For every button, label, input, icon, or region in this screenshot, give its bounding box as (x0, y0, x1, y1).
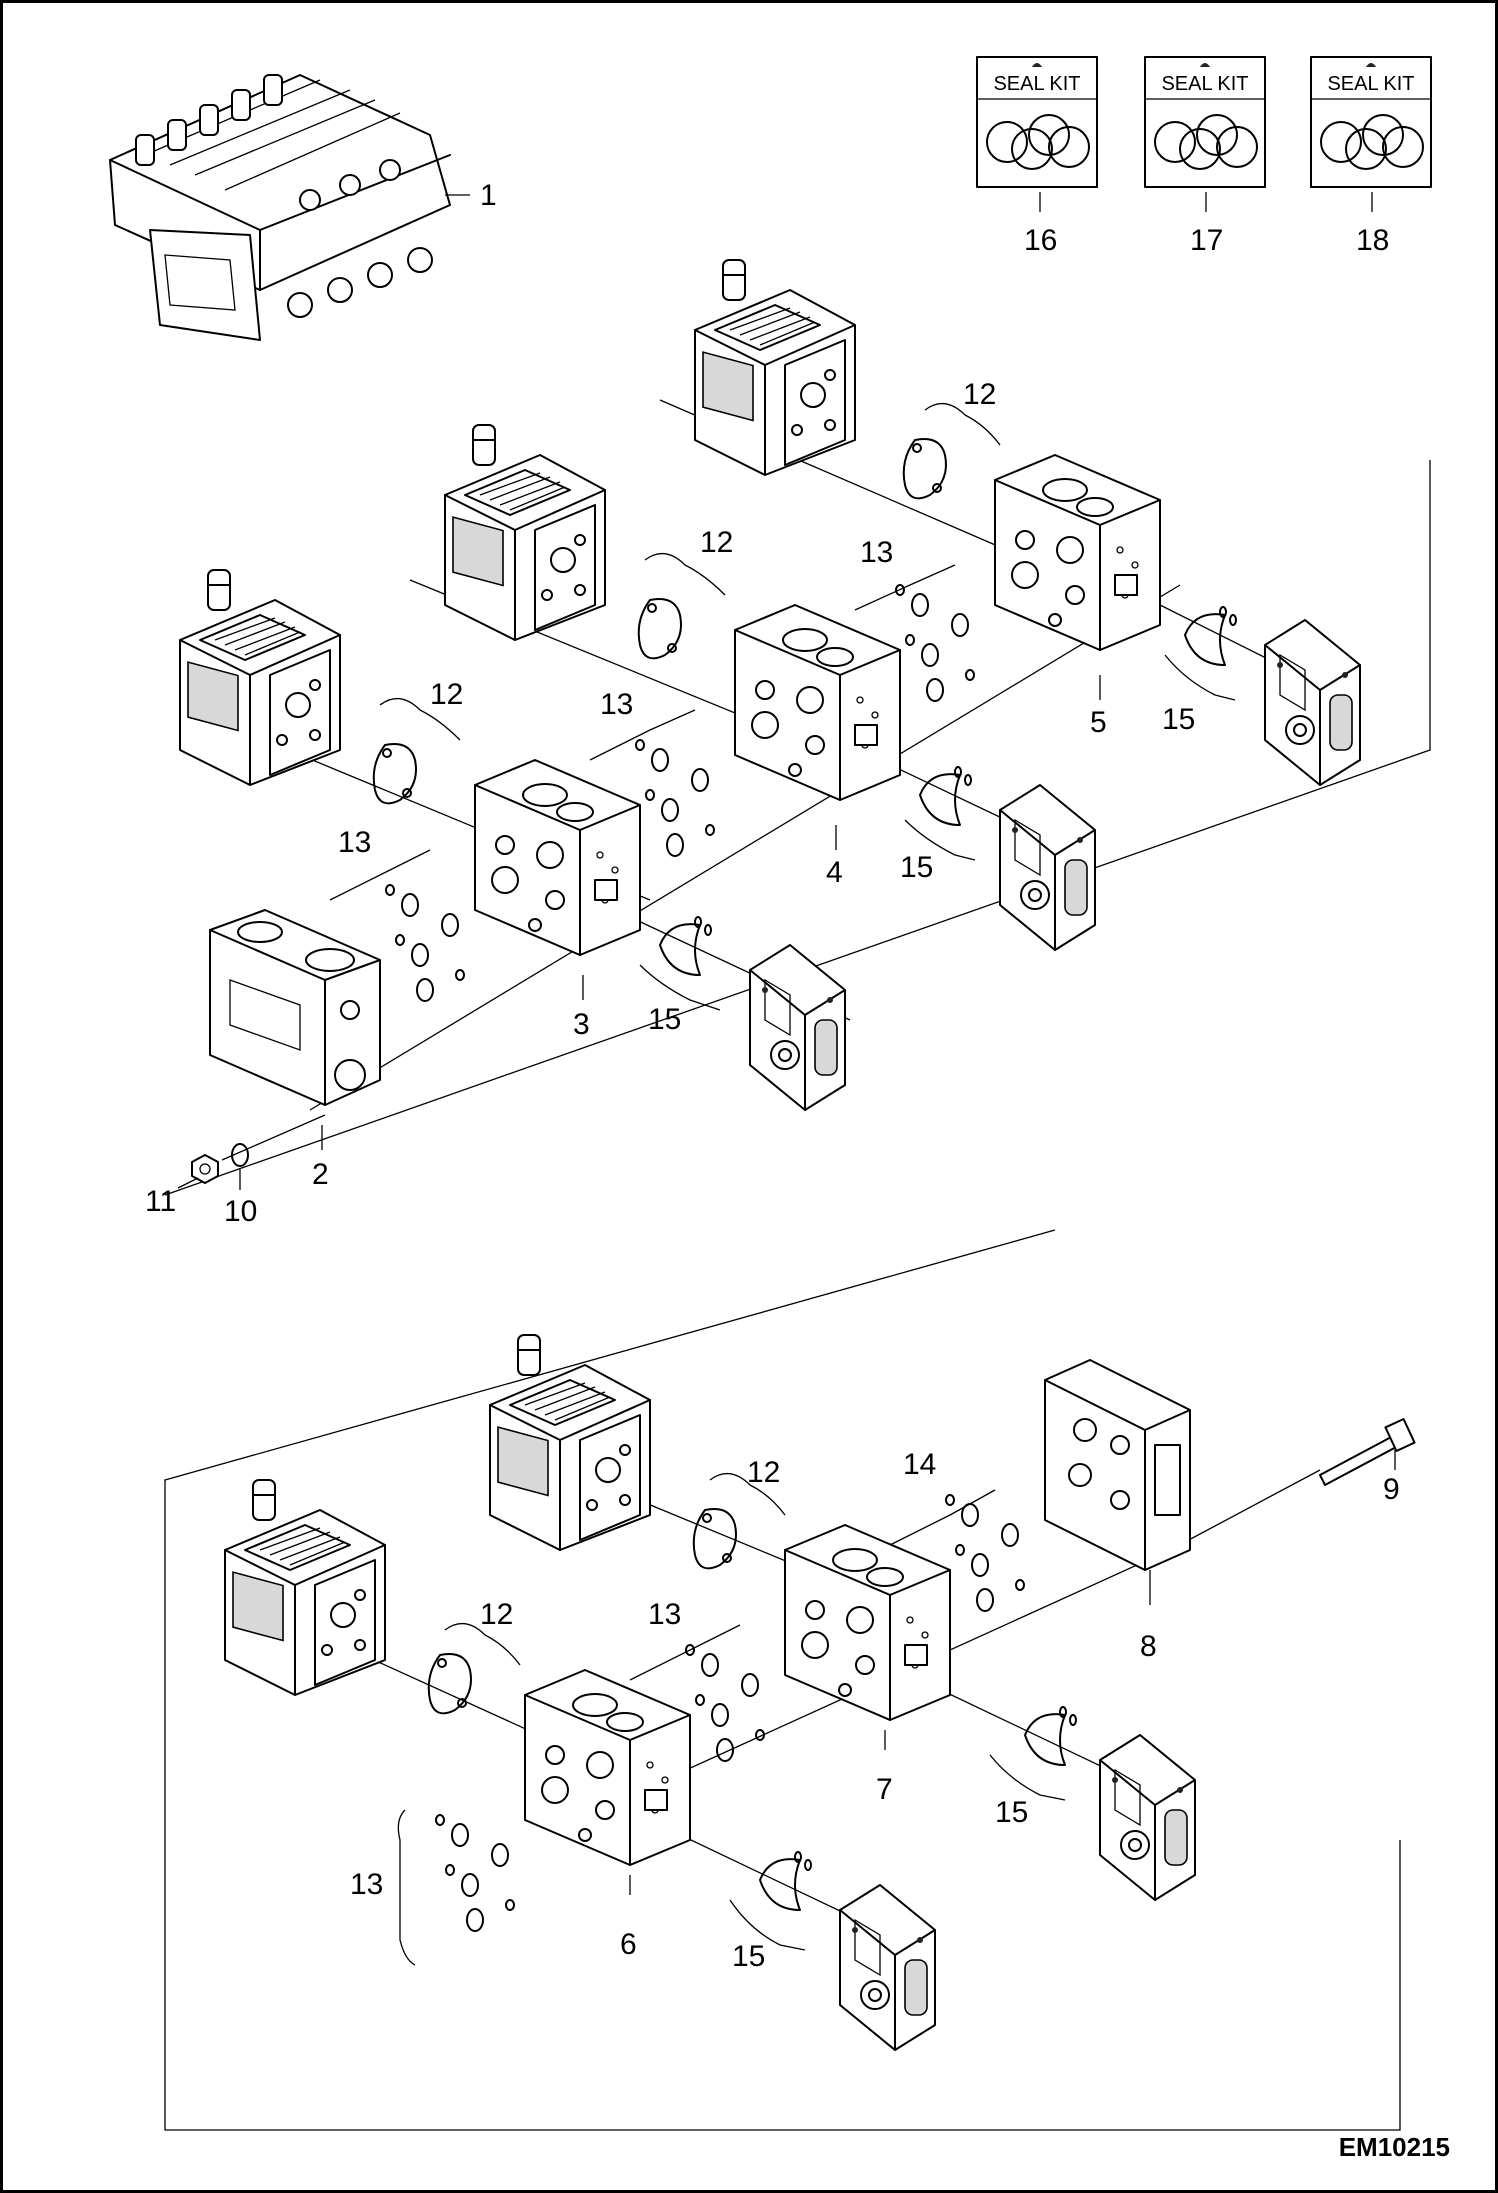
seal-kit-label-17: SEAL KIT (1161, 73, 1249, 95)
cover-upper-right (1264, 619, 1361, 786)
callout-15e: 15 (995, 1796, 1029, 1829)
seal-kit-label-18: SEAL KIT (1327, 73, 1415, 95)
callout-15a: 15 (648, 1003, 682, 1036)
callout-8: 8 (1140, 1630, 1157, 1663)
section-3 (474, 759, 641, 956)
seal-kit-label-16: SEAL KIT (993, 73, 1081, 95)
callout-13b: 13 (600, 688, 634, 721)
callout-1: 1 (480, 179, 497, 212)
callout-10: 10 (224, 1195, 258, 1228)
cover-lower-left (839, 1884, 936, 2051)
callout-13a: 13 (338, 826, 372, 859)
callout-16: 16 (1024, 224, 1058, 257)
solenoid-lower-mid (489, 1334, 651, 1551)
callout-7: 7 (876, 1773, 893, 1806)
callout-17: 17 (1190, 224, 1224, 257)
assembled-valve (109, 74, 451, 341)
end-section (1044, 1359, 1191, 1571)
seal-15a (659, 916, 712, 976)
inlet-section (209, 909, 381, 1106)
solenoid-lower-left (224, 1479, 386, 1696)
seal-15b (919, 766, 972, 826)
orings-13e (685, 1644, 765, 1762)
cover-upper-mid (999, 784, 1096, 951)
callout-2: 2 (312, 1158, 329, 1191)
section-4 (734, 604, 901, 801)
callout-3: 3 (573, 1008, 590, 1041)
solenoid-upper-mid (444, 424, 606, 641)
gasket-12b (637, 598, 682, 660)
solenoid-upper-right (694, 259, 856, 476)
section-6 (524, 1669, 691, 1866)
callout-12c: 12 (963, 378, 997, 411)
gasket-12c (902, 438, 947, 500)
cover-upper-left (749, 944, 846, 1111)
seal-15c (1184, 606, 1237, 666)
callout-12e: 12 (747, 1456, 781, 1489)
callout-5: 5 (1090, 706, 1107, 739)
callout-18: 18 (1356, 224, 1390, 257)
solenoid-upper-left (179, 569, 341, 786)
callout-4: 4 (826, 856, 843, 889)
callout-12a: 12 (430, 678, 464, 711)
gasket-12d (427, 1653, 472, 1715)
gasket-12e (692, 1508, 737, 1570)
callout-15c: 15 (1162, 703, 1196, 736)
orings-13a (385, 884, 465, 1002)
callout-15d: 15 (732, 1940, 766, 1973)
nut (191, 1154, 219, 1184)
orings-13d (435, 1814, 515, 1932)
callout-13c: 13 (860, 536, 894, 569)
callout-13e: 13 (648, 1598, 682, 1631)
seal-15d (759, 1851, 812, 1911)
callout-12d: 12 (480, 1598, 514, 1631)
figure-id: EM10215 (1338, 2132, 1450, 2162)
callout-14: 14 (903, 1448, 937, 1481)
callout-6: 6 (620, 1928, 637, 1961)
section-7 (784, 1524, 951, 1721)
callout-11: 11 (145, 1185, 177, 1218)
callout-13d: 13 (350, 1868, 384, 1901)
callout-15b: 15 (900, 851, 934, 884)
orings-13b (635, 739, 715, 857)
seal-15e (1024, 1706, 1077, 1766)
cover-lower-right (1099, 1734, 1196, 1901)
orings-13c (895, 584, 975, 702)
callout-12b: 12 (700, 526, 734, 559)
callout-9: 9 (1383, 1473, 1400, 1506)
tie-bolt (1319, 1417, 1416, 1486)
section-5 (994, 454, 1161, 651)
orings-14 (945, 1494, 1025, 1612)
